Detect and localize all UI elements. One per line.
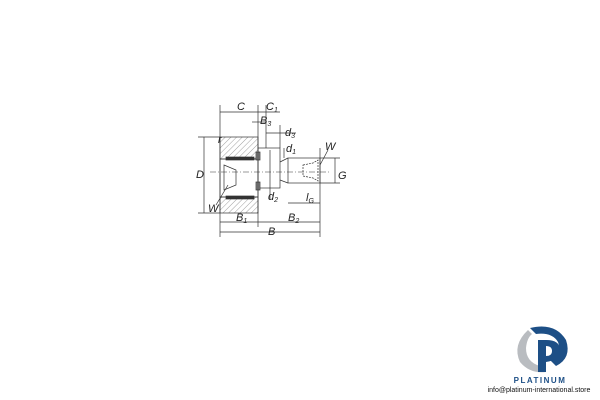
label-d3: d3 (285, 127, 295, 140)
label-B: B (268, 226, 275, 238)
platinum-logo-icon (517, 326, 568, 373)
label-B1: B1 (236, 212, 247, 225)
contact-email: info@platinum-international.store (487, 387, 591, 394)
label-B2: B2 (288, 212, 299, 225)
label-C: C (237, 101, 245, 113)
label-W-bottom: W (208, 203, 220, 215)
brand-name: PLATINUM (513, 376, 567, 385)
label-D: D (196, 169, 204, 181)
stud-flange (257, 147, 281, 189)
label-lG: lG (306, 192, 314, 205)
label-r: r (218, 134, 223, 146)
label-d1: d1 (286, 143, 296, 156)
label-d2: d2 (268, 191, 278, 204)
outer-ring-top (219, 136, 259, 160)
label-G: G (338, 170, 347, 182)
label-W-top: W (325, 141, 337, 153)
outer-ring-bottom (219, 196, 259, 214)
label-B3: B3 (260, 115, 271, 128)
label-C1: C1 (266, 101, 278, 114)
